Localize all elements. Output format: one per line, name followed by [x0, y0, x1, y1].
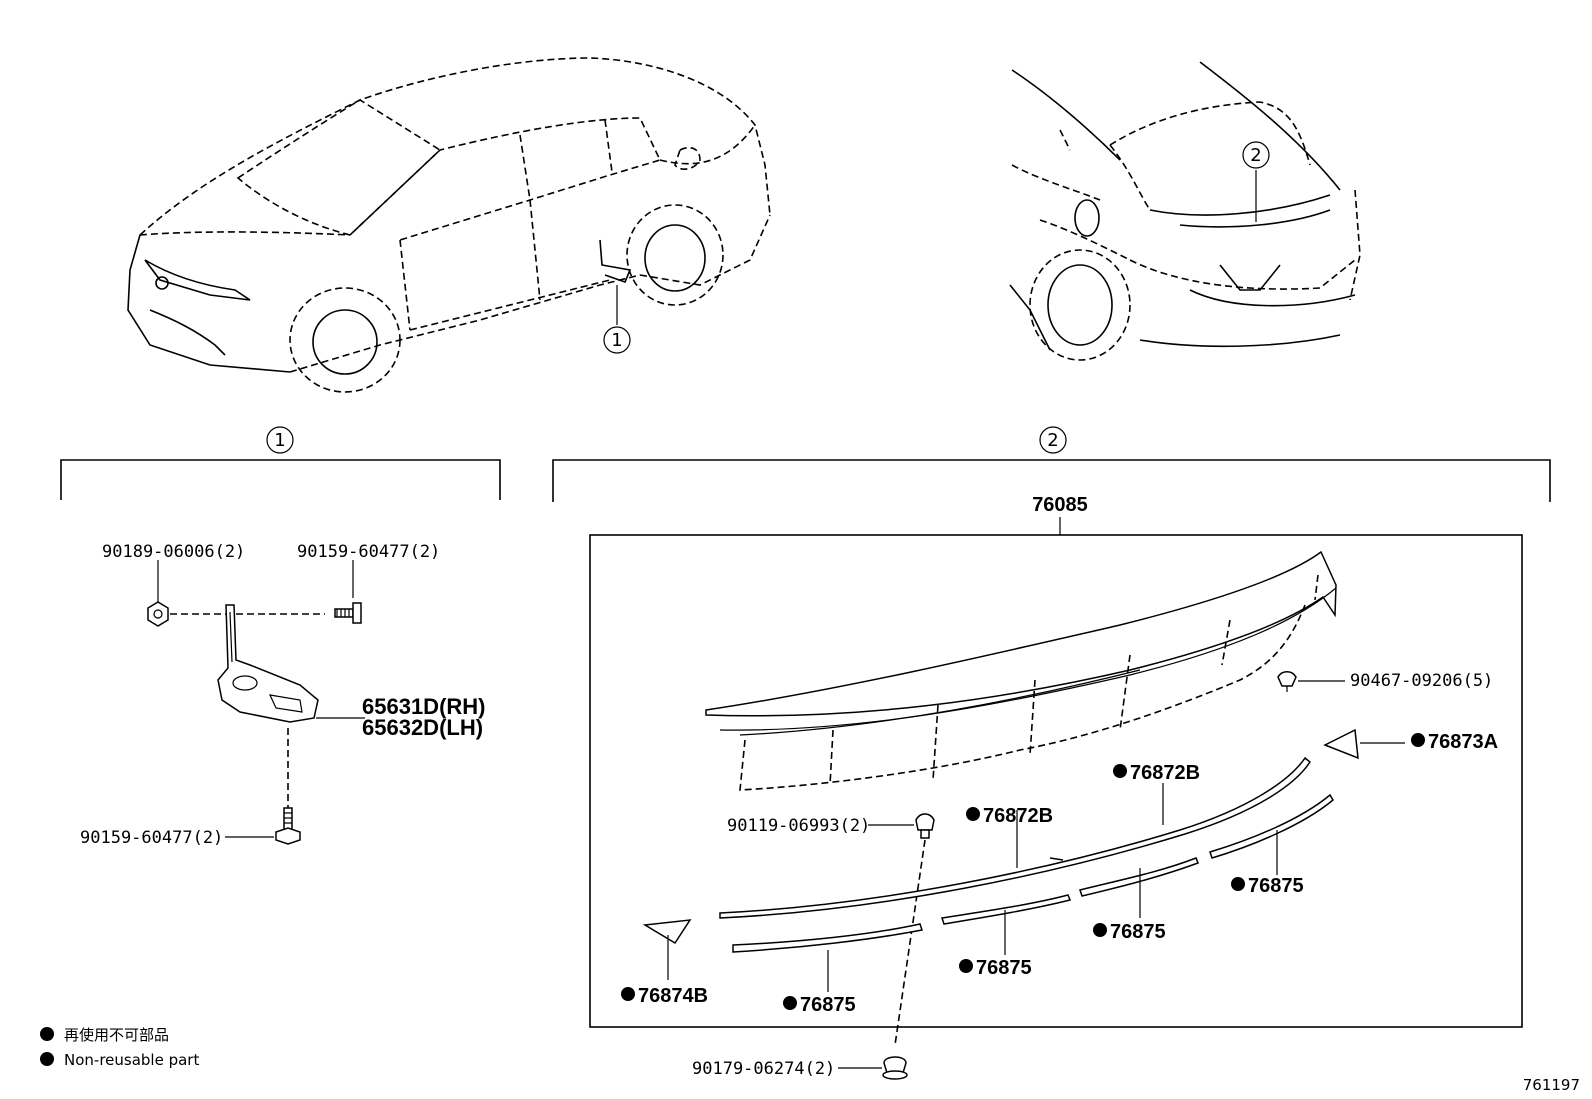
strip-76875-b-icon — [941, 894, 1072, 925]
section-2-callout: 2 — [1047, 430, 1058, 451]
car-rear-view-illustration: 2 — [1009, 61, 1361, 361]
non-reusable-marker-76875-a — [783, 996, 797, 1010]
label-76085: 76085 — [1032, 494, 1088, 516]
legend-marker-jp — [40, 1027, 54, 1041]
legend-marker-en — [40, 1052, 54, 1066]
bolt-90159-top-icon — [334, 602, 362, 624]
non-reusable-marker-76873A — [1411, 733, 1425, 747]
nut-90179-icon — [882, 1056, 908, 1080]
garnish-76085-icon — [705, 550, 1337, 717]
label-76875-d: 76875 — [1248, 875, 1304, 897]
clip-90119-icon — [915, 813, 935, 839]
diagram-id: 761197 — [1523, 1076, 1580, 1094]
pad-76874B-icon — [642, 919, 692, 945]
section-1-callout: 1 — [274, 430, 285, 451]
legend-text-en: Non-reusable part — [64, 1051, 199, 1069]
label-76875-b: 76875 — [976, 957, 1032, 979]
clip-90467-icon — [1277, 671, 1297, 692]
label-90159-60477-top: 90159-60477(2) — [297, 542, 440, 562]
non-reusable-marker-76872B-b — [966, 807, 980, 821]
legend: 再使用不可部品 Non-reusable part — [40, 1026, 199, 1069]
label-90189-06006: 90189-06006(2) — [102, 542, 245, 562]
group-2-garnish-assembly: 76085 90467-09206(5) 76873A 76872B 76872… — [589, 494, 1523, 1080]
strip-76875-d-icon — [1209, 793, 1334, 859]
pad-76873A-icon — [1323, 728, 1359, 760]
label-76875-a: 76875 — [800, 994, 856, 1016]
strip-76875-a-icon — [732, 923, 923, 953]
group-1-bracket-assembly: 90189-06006(2) 90159-60477(2) 65631D(RH)… — [80, 542, 486, 848]
molding-76872B-icon — [719, 756, 1312, 919]
label-65632D-LH: 65632D(LH) — [362, 715, 483, 740]
section-1-header: 1 — [60, 426, 501, 500]
label-76873A: 76873A — [1428, 731, 1498, 753]
bolt-90159-bottom-icon — [275, 807, 301, 845]
section-2-header: 2 — [552, 426, 1551, 502]
label-76875-c: 76875 — [1110, 921, 1166, 943]
label-76872B-a: 76872B — [1130, 762, 1200, 784]
assembly-76085-box — [589, 534, 1523, 1028]
car-front-view-illustration: 1 — [127, 57, 771, 393]
label-90467-09206: 90467-09206(5) — [1350, 671, 1493, 691]
non-reusable-marker-76874B — [621, 987, 635, 1001]
non-reusable-marker-76875-c — [1093, 923, 1107, 937]
callout-2-rear-car: 2 — [1250, 145, 1261, 166]
non-reusable-marker-76875-d — [1231, 877, 1245, 891]
label-76872B-b: 76872B — [983, 805, 1053, 827]
label-90159-60477-bottom: 90159-60477(2) — [80, 828, 223, 848]
label-65631D-RH: 65631D(RH) — [362, 694, 486, 719]
non-reusable-marker-76872B-a — [1113, 764, 1127, 778]
callout-1-front-car: 1 — [611, 330, 622, 351]
bracket-65631-icon — [217, 604, 319, 723]
nut-90189-icon — [147, 601, 169, 627]
label-90179-06274: 90179-06274(2) — [692, 1059, 835, 1079]
label-90119-06993: 90119-06993(2) — [727, 816, 870, 836]
non-reusable-marker-76875-b — [959, 959, 973, 973]
strip-76875-c-icon — [1079, 857, 1199, 897]
label-76874B: 76874B — [638, 985, 708, 1007]
legend-text-jp: 再使用不可部品 — [64, 1026, 169, 1044]
